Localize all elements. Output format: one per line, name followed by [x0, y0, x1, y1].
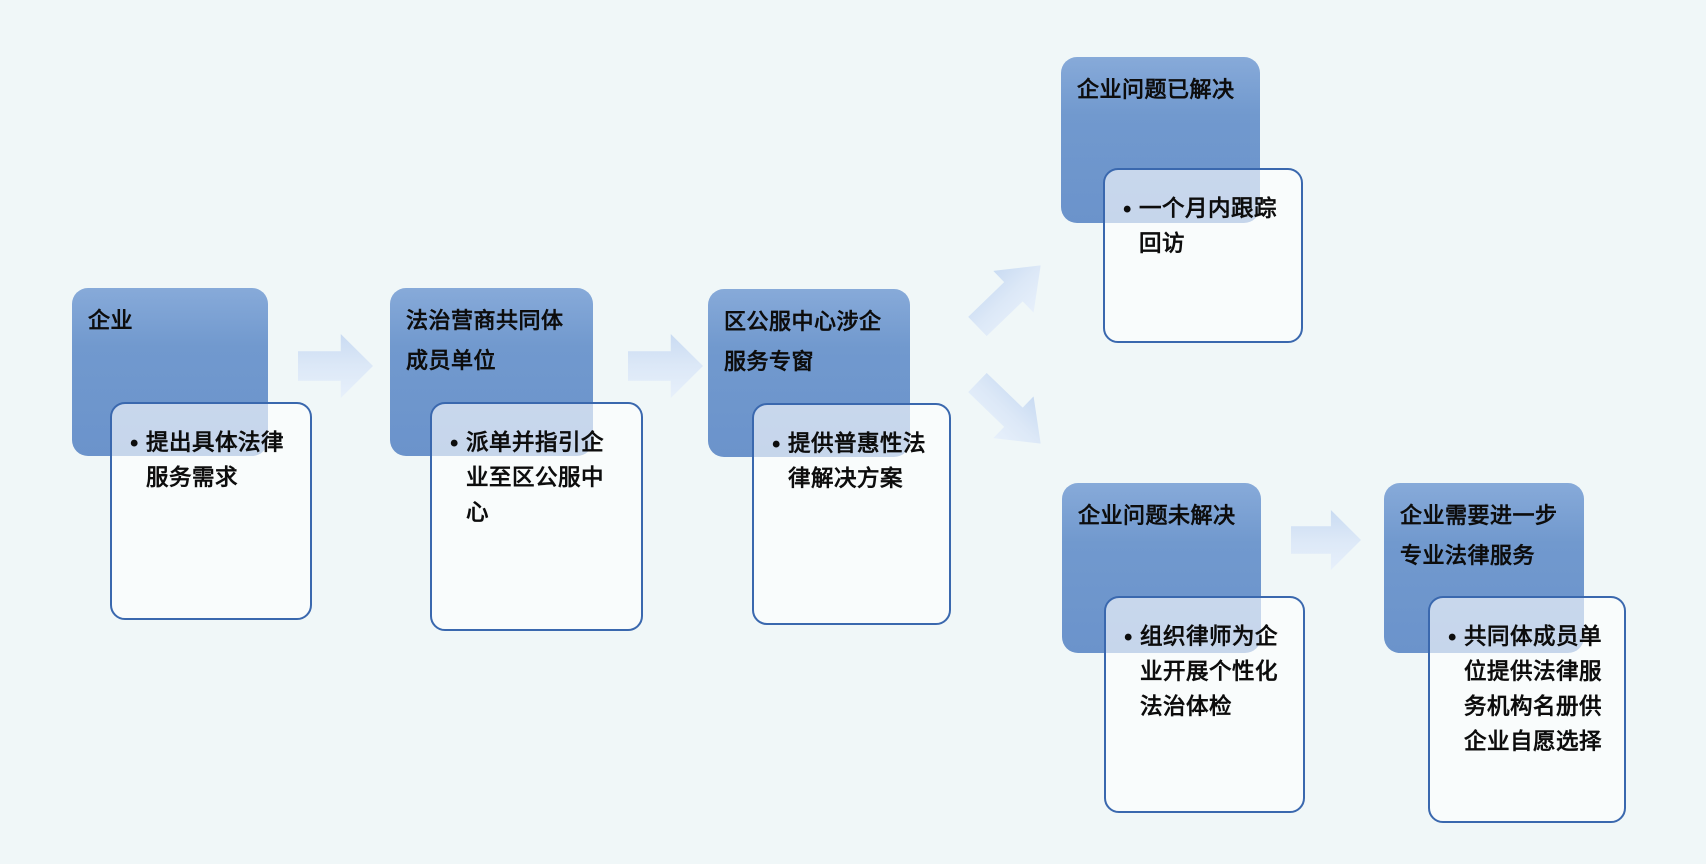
- node-problem-unsolved-body: • 组织律师为企业开展个性化法治体检: [1104, 596, 1305, 813]
- node-district-service-window-title: 区公服中心涉企服务专窗: [724, 309, 882, 375]
- bullet-item: • 提出具体法律服务需求: [112, 404, 310, 496]
- node-district-service-window-body: • 提供普惠性法律解决方案: [752, 403, 951, 625]
- node-district-service-window-bullet-text: 提供普惠性法律解决方案: [788, 431, 927, 491]
- node-problem-solved-body: • 一个月内跟踪回访: [1103, 168, 1303, 343]
- node-enterprise-title: 企业: [88, 308, 134, 333]
- node-enterprise-bullet-text: 提出具体法律服务需求: [146, 430, 285, 490]
- bullet-icon: •: [130, 430, 139, 457]
- bullet-icon: •: [450, 430, 459, 457]
- bullet-item: • 提供普惠性法律解决方案: [754, 405, 949, 497]
- bullet-item: • 派单并指引企业至区公服中心: [432, 404, 641, 531]
- bullet-icon: •: [772, 431, 781, 458]
- bullet-item: • 共同体成员单位提供法律服务机构名册供企业自愿选择: [1430, 598, 1624, 760]
- down-right-arrow-icon: [957, 362, 1061, 465]
- node-community-member-unit-title: 法治营商共同体成员单位: [406, 308, 564, 374]
- node-problem-unsolved-bullet-text: 组织律师为企业开展个性化法治体检: [1140, 624, 1279, 719]
- right-arrow-icon: [628, 334, 703, 398]
- bullet-item: • 组织律师为企业开展个性化法治体检: [1106, 598, 1303, 725]
- bullet-icon: •: [1124, 624, 1133, 651]
- node-community-member-unit-bullet-text: 派单并指引企业至区公服中心: [466, 430, 605, 525]
- right-arrow-icon: [1291, 510, 1361, 570]
- node-problem-solved-bullet-text: 一个月内跟踪回访: [1139, 196, 1278, 256]
- node-enterprise-body: • 提出具体法律服务需求: [110, 402, 312, 620]
- bullet-icon: •: [1448, 624, 1457, 651]
- bullet-icon: •: [1123, 196, 1132, 223]
- right-arrow-icon: [298, 334, 373, 398]
- node-further-legal-service-body: • 共同体成员单位提供法律服务机构名册供企业自愿选择: [1428, 596, 1626, 823]
- node-problem-unsolved-title: 企业问题未解决: [1078, 503, 1236, 528]
- up-right-arrow-icon: [957, 245, 1061, 348]
- node-community-member-unit-body: • 派单并指引企业至区公服中心: [430, 402, 643, 631]
- node-further-legal-service-bullet-text: 共同体成员单位提供法律服务机构名册供企业自愿选择: [1464, 624, 1603, 754]
- node-problem-solved-title: 企业问题已解决: [1077, 77, 1235, 102]
- node-further-legal-service-title: 企业需要进一步专业法律服务: [1400, 503, 1558, 569]
- bullet-item: • 一个月内跟踪回访: [1105, 170, 1301, 262]
